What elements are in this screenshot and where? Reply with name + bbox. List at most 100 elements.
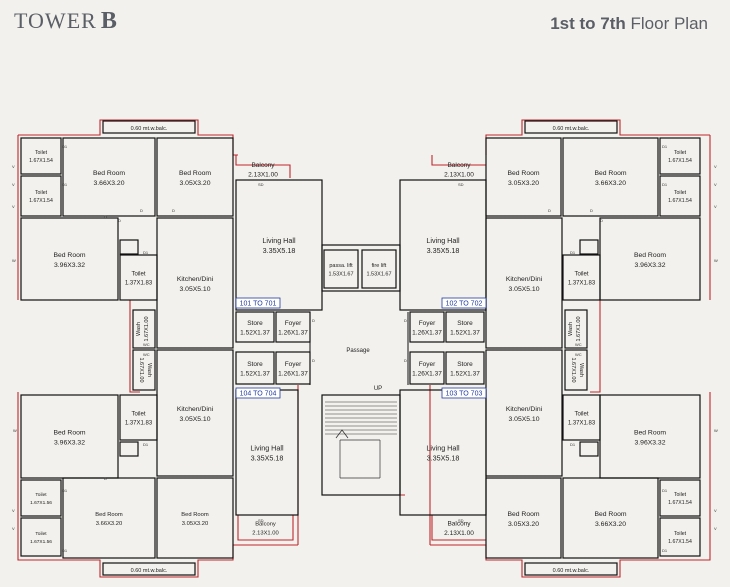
ur-bed-2-dimension: 3.05X3.20	[508, 180, 539, 187]
ur-bed-1-room	[562, 137, 659, 217]
lr-bed-2-dimension: 3.05X3.20	[508, 521, 539, 528]
ul-living-room	[235, 179, 323, 311]
ll-toilet-2-dimension: 1.67X1.56	[30, 539, 52, 545]
marker-36: V	[714, 526, 717, 531]
marker-32: W	[714, 428, 718, 433]
marker-18: D1	[62, 548, 68, 553]
outline-balcony-ll	[237, 515, 294, 541]
ul-unit-label-box	[235, 297, 281, 309]
ur-balcony-dimension: 2.13X1.00	[444, 172, 474, 179]
ur-toilet-1-name: Toilet	[674, 150, 687, 156]
balcony-ext-ur-label: 0.60 mt.w.balc.	[553, 126, 590, 132]
lr-shaft	[579, 441, 599, 457]
fire-lift-dimension: 1.53X1.67	[366, 272, 391, 278]
ll-bed-3-dimension: 3.96X3.32	[54, 439, 85, 446]
marker-4: D	[172, 208, 175, 213]
ul-bed-2-name: Bed Room	[179, 170, 211, 177]
brand-letter: B	[100, 8, 118, 34]
marker-2: D	[118, 218, 121, 223]
marker-23: D	[590, 208, 593, 213]
ul-toilet-2-dimension: 1.67X1.54	[29, 198, 53, 204]
balcony-ext-ll-label: 0.60 mt.w.balc.	[131, 568, 168, 574]
stair-well	[321, 394, 401, 496]
marker-1: D1	[62, 182, 68, 187]
balcony-ext-ur	[524, 120, 618, 134]
lr-store-dimension: 1.52X1.37	[450, 371, 480, 378]
ll-shaft	[119, 441, 139, 457]
balcony-ext-lr-label: 0.60 mt.w.balc.	[553, 568, 590, 574]
ur-toilet-1-room	[659, 137, 701, 175]
ll-foyer-dimension: 1.26X1.37	[278, 371, 308, 378]
lr-foyer-dimension: 1.26X1.37	[412, 371, 442, 378]
lr-balcony-name: Balcony	[447, 521, 471, 528]
ll-foyer-room	[275, 351, 311, 385]
marker-7: V	[12, 204, 15, 209]
marker-27: V	[714, 204, 717, 209]
ul-bed-1-name: Bed Room	[93, 170, 125, 177]
marker-37: D1	[662, 488, 668, 493]
ul-foyer-name: Foyer	[285, 320, 302, 327]
plan-room-labels: 0.60 mt.w.balc. 0.60 mt.w.balc. 0.60 mt.w.…	[29, 126, 692, 574]
ll-toilet-1-dimension: 1.67X1.56	[30, 500, 52, 506]
marker-41: D	[404, 318, 407, 323]
ll-toilet-k-name: Toilet	[131, 412, 145, 418]
lr-bed-3-room	[599, 394, 701, 479]
ul-shaft	[119, 239, 139, 255]
ll-living-name: Living Hall	[250, 444, 284, 453]
lr-kitchen-dimension: 3.05X5.10	[509, 416, 540, 423]
lr-bed-2-name: Bed Room	[507, 511, 539, 518]
passenger-lift-name: passa. lift	[329, 263, 353, 269]
ll-unit-label: 104 TO 704	[240, 391, 277, 398]
ll-bed-2-name: Bed Room	[181, 512, 209, 518]
ur-toilet-k-name: Toilet	[574, 272, 588, 278]
marker-25: V	[714, 164, 717, 169]
lr-toilet-k-dimension: 1.37X1.83	[568, 421, 596, 427]
lift-core	[321, 244, 401, 292]
ul-unit-label: 101 TO 701	[240, 301, 277, 308]
ur-toilet-k-room	[562, 254, 601, 301]
ul-toilet-1-name: Toilet	[35, 150, 48, 156]
lr-wash-dimension: 1.67X1.00	[570, 357, 576, 382]
ul-wash-name: Wash	[136, 322, 142, 336]
ur-toilet-2-room	[659, 175, 701, 217]
ul-living-dimension: 3.35X5.18	[263, 246, 296, 255]
marker-3: D	[140, 208, 143, 213]
ul-wash	[132, 309, 156, 349]
ul-toilet-2-room	[20, 175, 62, 217]
ul-toilet-2-name: Toilet	[35, 190, 48, 196]
stair-arrow	[335, 429, 349, 439]
passenger-lift-dimension: 1.53X1.67	[328, 272, 353, 278]
lr-bed-2-room	[485, 477, 562, 559]
ul-toilet-k-dimension: 1.37X1.83	[125, 281, 153, 287]
ur-bed-1-dimension: 3.66X3.20	[595, 180, 626, 187]
ur-shaft	[579, 239, 599, 255]
lr-wash-name: Wash	[578, 363, 584, 377]
ur-toilet-k-dimension: 1.37X1.83	[568, 281, 596, 287]
ul-toilet-1-room	[20, 137, 62, 175]
lr-wash	[564, 349, 588, 391]
marker-20: D1	[662, 144, 668, 149]
lr-bed-3-dimension: 3.96X3.32	[635, 439, 666, 446]
ur-wash	[564, 309, 588, 349]
marker-9: SD	[258, 182, 264, 187]
marker-29: SD	[458, 182, 464, 187]
ll-kitchen-dimension: 3.05X5.10	[180, 416, 211, 423]
marker-17: D1	[62, 488, 68, 493]
ll-toilet-k-dimension: 1.37X1.83	[125, 421, 153, 427]
ll-balcony-dimension: 2.13X1.00	[252, 530, 278, 536]
ur-bed-3-room	[599, 217, 701, 301]
ur-foyer-room	[409, 311, 445, 343]
lr-toilet-1-name: Toilet	[674, 492, 687, 498]
ul-balcony-name: Balcony	[251, 162, 275, 169]
lr-kitchen-room	[485, 349, 563, 477]
marker-22: D	[600, 218, 603, 223]
lr-store-room	[445, 351, 485, 385]
ul-bed-1-dimension: 3.66X3.20	[94, 180, 125, 187]
ll-wash	[132, 349, 156, 391]
marker-31: WC	[575, 342, 582, 347]
lr-foyer-name: Foyer	[419, 361, 436, 368]
ll-living-room	[235, 389, 299, 516]
ul-living-name: Living Hall	[262, 236, 296, 245]
ll-bed-1-room	[62, 477, 156, 559]
marker-12: W	[13, 428, 17, 433]
